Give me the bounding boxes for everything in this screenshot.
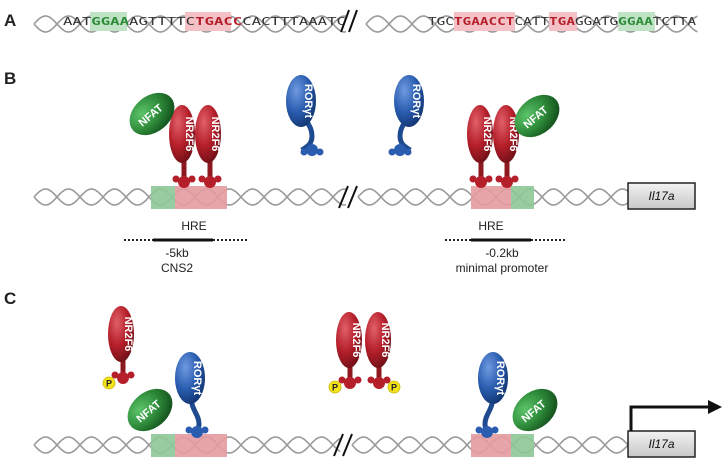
nfat-protein: NFAT [129,92,175,136]
protein-label: RORγt [494,361,506,396]
nr2f6-protein: NR2F6 P [365,312,401,394]
position-label: -0.2kb [485,246,519,260]
nr2f6-protein: NR2F6 P [102,306,135,390]
seq-segment: GGATG [575,16,618,28]
hre-binding-site [471,186,511,209]
hre-binding-site [175,434,227,457]
protein-label: NR2F6 [350,323,362,358]
transcription-arrow [629,400,722,431]
site-highlight-green [618,12,655,31]
gene-label: Il17a [648,189,674,203]
region-name: minimal promoter [456,261,549,275]
phospho-marker [387,380,401,394]
ror-protein: RORγt [475,352,508,438]
phospho-marker [328,380,342,394]
protein-label: NR2F6 [183,117,195,152]
nfat-binding-site [511,434,534,457]
region-name: CNS2 [161,261,193,275]
nfat-binding-site [511,186,534,209]
protein-label: NR2F6 [122,317,134,352]
phospho-label: P [106,379,112,389]
seq-nfat-site: GGAA [618,16,653,28]
panel-label-b: B [4,69,16,88]
panel-label-a: A [4,11,16,30]
panel-label-c: C [4,289,16,308]
site-highlight-red [454,12,515,31]
phospho-label: P [332,383,338,393]
seq-segment: TGC [428,16,454,28]
nr2f6-protein: NR2F6 [195,105,222,188]
il17a-gene-box [627,182,696,210]
nr2f6-protein: NR2F6 [493,105,519,188]
dna-helix-b [33,188,629,206]
seq-hre-site: TGAACCT [454,16,515,28]
hre-label: HRE [181,219,206,233]
gene-label: Il17a [648,437,674,451]
site-highlight-green [90,12,127,31]
protein-label: RORγt [191,361,203,396]
hre-binding-site [471,434,511,457]
il17a-gene-box [627,430,696,458]
seq-segment: AAT [63,16,92,28]
dna-helix-c [33,436,629,454]
nr2f6-protein: NR2F6 [467,105,493,188]
protein-label: NR2F6 [379,323,391,358]
nr2f6-protein: NR2F6 [169,105,196,188]
nfat-binding-site [151,434,175,457]
nfat-binding-site [151,186,175,209]
nfat-protein: NFAT [514,94,560,138]
seq-segment: CATT [514,16,549,28]
seq-hre-site: TGACC [195,16,242,28]
seq-segment: CACTTTAAATC [242,16,346,28]
break-mark [340,9,358,33]
seq-hre-site: TGA [549,16,576,28]
position-label: -5kb [165,246,189,260]
ror-protein: RORγt [286,75,324,156]
phospho-marker [102,376,116,390]
seq-segment: TCTTA [653,16,697,28]
site-highlight-red [549,12,577,31]
ror-protein: RORγt [175,352,209,438]
ror-protein: RORγt [388,75,424,156]
break-mark [338,185,358,209]
seq-nfat-site: GGAA [91,16,130,28]
protein-label: RORγt [410,84,422,119]
break-mark [333,433,353,457]
phospho-label: P [391,383,397,393]
protein-label: NR2F6 [209,117,221,152]
nfat-protein: NFAT [512,388,558,432]
hre-label: HRE [478,219,503,233]
seq-segment: AGTTTTC [129,16,195,28]
site-highlight-red [185,12,231,31]
nfat-protein: NFAT [127,388,173,432]
protein-label: RORγt [302,84,314,119]
hre-binding-site [175,186,227,209]
nr2f6-protein: NR2F6 P [328,312,362,394]
protein-label: NR2F6 [481,117,493,152]
